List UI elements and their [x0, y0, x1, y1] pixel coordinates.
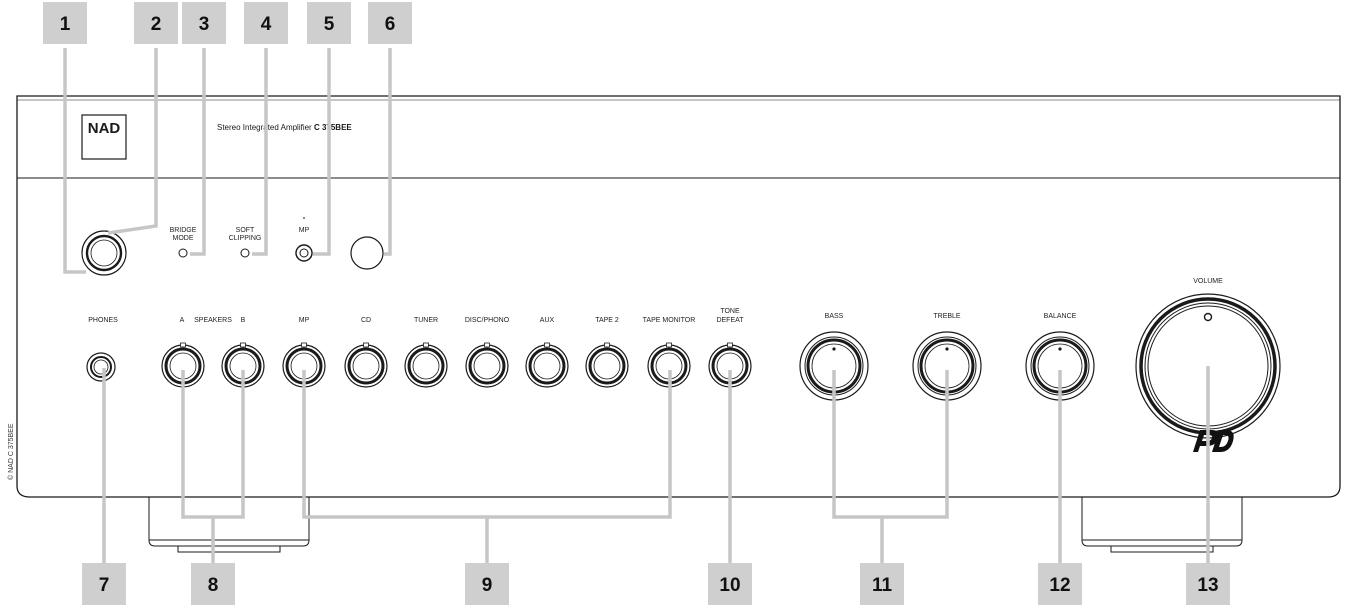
balance-label: BALANCE: [1044, 313, 1077, 320]
callout-box: [465, 563, 509, 605]
treble-label: TREBLE: [933, 313, 961, 320]
aux-label: AUX: [540, 317, 555, 324]
callout-6: 6: [368, 2, 412, 44]
soft-clipping-label-1: SOFT: [236, 227, 255, 234]
callout-number: 3: [199, 14, 210, 35]
bridge-mode-label-1: BRIDGE: [170, 227, 197, 234]
callout-4: 4: [244, 2, 288, 44]
chassis: [16, 95, 1341, 498]
callout-number: 12: [1049, 575, 1070, 596]
callout-3: 3: [182, 2, 226, 44]
callout-box: [1186, 563, 1230, 605]
tone-defeat-label-1: TONE: [720, 308, 740, 315]
callout-box: [82, 563, 126, 605]
callout-8: 8: [191, 563, 235, 605]
callout-box: [43, 2, 87, 44]
callout-number: 8: [208, 575, 219, 596]
speakers-b-label: B: [241, 317, 246, 324]
callout-number: 6: [385, 14, 396, 35]
bass-label: BASS: [825, 313, 844, 320]
cd-label: CD: [361, 317, 371, 324]
callout-box: [1038, 563, 1082, 605]
callout-box: [307, 2, 351, 44]
logo-text: NAD: [88, 120, 121, 137]
bridge-mode-switch[interactable]: [178, 248, 188, 258]
callout-10: 10: [708, 563, 752, 605]
mp-input-label: MP: [299, 227, 310, 234]
tape2-label: TAPE 2: [595, 317, 619, 324]
mp-label: MP: [299, 317, 310, 324]
soft-clipping-switch[interactable]: [240, 248, 250, 258]
callout-number: 2: [151, 14, 162, 35]
speakers-label: SPEAKERS: [194, 317, 232, 324]
callout-number: 4: [261, 14, 272, 35]
power-button[interactable]: [81, 230, 127, 276]
callout-box: [182, 2, 226, 44]
callout-13: 13: [1186, 563, 1230, 605]
tuner-label: TUNER: [414, 317, 438, 324]
callout-number: 5: [324, 14, 335, 35]
callout-7: 7: [82, 563, 126, 605]
left-foot: [148, 497, 310, 553]
callout-number: 1: [60, 14, 71, 35]
callout-9: 9: [465, 563, 509, 605]
callout-box: [708, 563, 752, 605]
aux-button[interactable]: [525, 342, 569, 388]
push-buttons: [161, 342, 752, 388]
cd-button[interactable]: [344, 342, 388, 388]
disc-phono-button[interactable]: [465, 342, 509, 388]
tone-defeat-label-2: DEFEAT: [716, 317, 744, 324]
mp-led: [303, 217, 305, 219]
bridge-mode-label-2: MODE: [173, 235, 194, 242]
pd-logo: [1193, 430, 1234, 452]
headphone-jack[interactable]: [86, 352, 116, 382]
callout-2: 2: [134, 2, 178, 44]
nad-logo: NAD: [81, 114, 127, 160]
callout-number: 9: [482, 575, 493, 596]
callout-box: [134, 2, 178, 44]
tape2-button[interactable]: [585, 342, 629, 388]
model-title: Stereo Integrated Amplifier C 375BEE: [217, 123, 352, 132]
callout-box: [860, 563, 904, 605]
tape-monitor-label: TAPE MONITOR: [643, 317, 696, 324]
soft-clipping-label-2: CLIPPING: [229, 235, 262, 242]
callout-number: 13: [1197, 575, 1218, 596]
leader-lines: [63, 48, 1210, 572]
callout-12: 12: [1038, 563, 1082, 605]
copyright-text: © NAD C 375BEE: [7, 423, 15, 480]
disc-phono-label: DISC/PHONO: [465, 317, 510, 324]
callout-box: [368, 2, 412, 44]
callout-number: 11: [872, 575, 893, 596]
callout-box: [191, 563, 235, 605]
mp-input-jack[interactable]: [295, 244, 313, 262]
callout-number: 7: [99, 575, 110, 596]
tuner-button[interactable]: [404, 342, 448, 388]
ir-sensor-window: [350, 236, 384, 270]
callout-5: 5: [307, 2, 351, 44]
right-foot: [1081, 497, 1243, 553]
callout-11: 11: [860, 563, 904, 605]
callout-number: 10: [719, 575, 740, 596]
phones-label: PHONES: [88, 317, 118, 324]
callout-box: [244, 2, 288, 44]
volume-label: VOLUME: [1193, 278, 1223, 285]
speakers-a-label: A: [180, 317, 185, 324]
callout-1: 1: [43, 2, 87, 44]
